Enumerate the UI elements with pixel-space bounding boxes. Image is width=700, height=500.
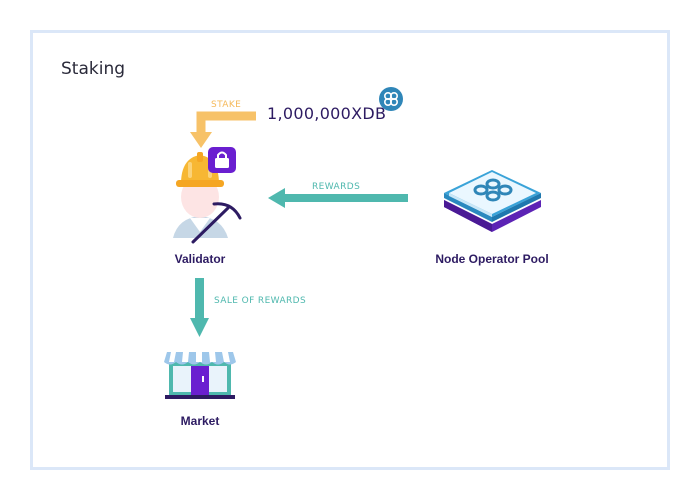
node-operator-pool-label: Node Operator Pool <box>435 252 549 266</box>
stake-edge-label: STAKE <box>211 100 242 110</box>
market-icon <box>164 352 236 399</box>
pickaxe-icon <box>191 202 242 244</box>
sale-arrow <box>190 278 209 337</box>
coin-icon <box>379 87 403 111</box>
sale-edge-label: SALE OF REWARDS <box>214 296 307 306</box>
market-label: Market <box>180 414 220 428</box>
page-title: Staking <box>61 59 126 79</box>
stake-arrow <box>190 111 256 148</box>
lock-icon <box>208 147 236 173</box>
rewards-arrow <box>268 188 408 208</box>
rewards-edge-label: REWARDS <box>312 182 361 192</box>
diagram-frame <box>30 30 670 470</box>
validator-label: Validator <box>174 252 226 266</box>
stake-amount: 1,000,000XDB <box>267 104 387 123</box>
node-pool-icon <box>444 170 541 232</box>
